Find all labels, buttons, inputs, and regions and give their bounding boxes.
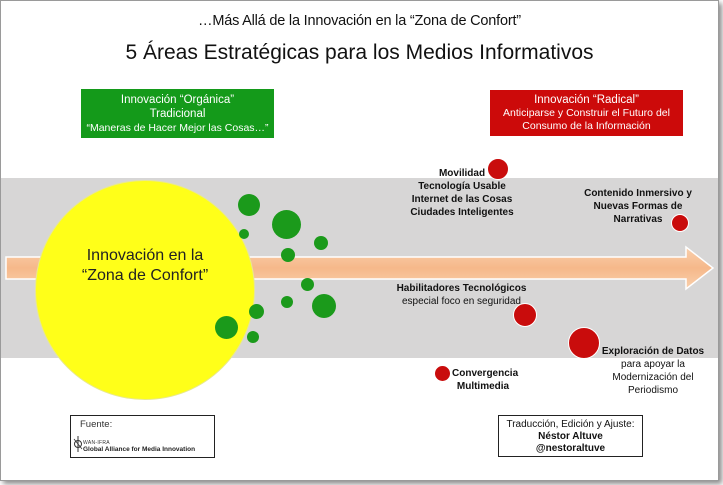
red-dot-enablers <box>513 303 537 327</box>
credits-line-1: Traducción, Edición y Ajuste: <box>506 419 635 430</box>
source-org-name: Global Alliance for Media Innovation <box>83 446 196 453</box>
source-org-small: WAN-IFRA <box>83 440 110 446</box>
green-dot <box>281 248 295 262</box>
enablers-line-1: Habilitadores Tecnológicos <box>396 283 527 294</box>
green-dot <box>239 229 249 239</box>
radical-innovation-box: Innovación “Radical” Anticiparse y Const… <box>490 90 683 136</box>
green-dot <box>272 210 301 239</box>
enablers-line-2: especial foco en seguridad <box>402 296 521 307</box>
credits-box: Traducción, Edición y Ajuste: Néstor Alt… <box>498 415 643 457</box>
green-dot <box>312 294 336 318</box>
comfort-zone-line-2: “Zona de Confort” <box>81 267 209 284</box>
mobility-line-1: Movilidad <box>438 168 486 179</box>
organic-title: Innovación “Orgánica” <box>120 93 235 106</box>
subtitle: …Más Allá de la Innovación en la “Zona d… <box>198 13 521 29</box>
radical-line-2: Consumo de la Información <box>522 119 651 132</box>
mobility-line-3: Internet de las Cosas <box>411 194 513 205</box>
convergence-line-1: Convergencia <box>452 368 519 379</box>
convergence-label: Convergencia Multimedia <box>452 367 519 393</box>
convergence-line-2: Multimedia <box>456 381 510 392</box>
green-dot <box>238 194 260 216</box>
source-label: Fuente: <box>80 419 113 430</box>
mobility-label: Movilidad Tecnología Usable Internet de … <box>397 167 527 219</box>
immersive-label: Contenido Inmersivo y Nuevas Formas de N… <box>579 187 697 226</box>
organic-note: “Maneras de Hacer Mejor las Cosas…” <box>86 121 269 134</box>
green-dot <box>215 316 238 339</box>
comfort-zone-circle <box>35 180 255 400</box>
green-dot <box>301 278 314 291</box>
wan-ifra-logo-icon <box>73 436 83 452</box>
page-title: 5 Áreas Estratégicas para los Medios Inf… <box>125 41 594 64</box>
radical-line-1: Anticiparse y Construir el Futuro del <box>503 106 670 119</box>
mobility-line-2: Tecnología Usable <box>418 181 506 192</box>
comfort-zone-line-1: Innovación en la <box>86 247 204 264</box>
green-dot <box>314 236 328 250</box>
green-dot <box>281 296 293 308</box>
data-exploration-label: Exploración de Datos para apoyar la Mode… <box>597 345 709 397</box>
red-dot-convergence <box>434 365 451 382</box>
immersive-line-2: Nuevas Formas de <box>593 201 683 212</box>
organic-subtitle: Tradicional <box>149 107 206 120</box>
credits-handle: @nestoraltuve <box>535 443 606 454</box>
data-line-2: para apoyar la <box>621 359 685 370</box>
immersive-line-1: Contenido Inmersivo y <box>584 188 692 199</box>
data-line-1: Exploración de Datos <box>601 346 705 357</box>
green-dot <box>247 331 259 343</box>
immersive-line-3: Narrativas <box>613 214 663 225</box>
data-line-4: Periodismo <box>627 385 679 396</box>
credits-name: Néstor Altuve <box>538 431 603 442</box>
enablers-label: Habilitadores Tecnológicos especial foco… <box>389 282 534 308</box>
source-box: Fuente: WAN-IFRA Global Alliance for Med… <box>70 415 215 458</box>
organic-innovation-box: Innovación “Orgánica” Tradicional “Maner… <box>81 89 274 138</box>
red-dot-data <box>568 327 600 359</box>
red-dot-mobility <box>487 158 509 180</box>
radical-title: Innovación “Radical” <box>534 93 639 106</box>
red-dot-immersive <box>671 214 689 232</box>
mobility-line-4: Ciudades Inteligentes <box>410 207 514 218</box>
green-dot <box>249 304 264 319</box>
data-line-3: Modernización del <box>612 372 694 383</box>
comfort-zone-label: Innovación en la “Zona de Confort” <box>51 246 239 286</box>
